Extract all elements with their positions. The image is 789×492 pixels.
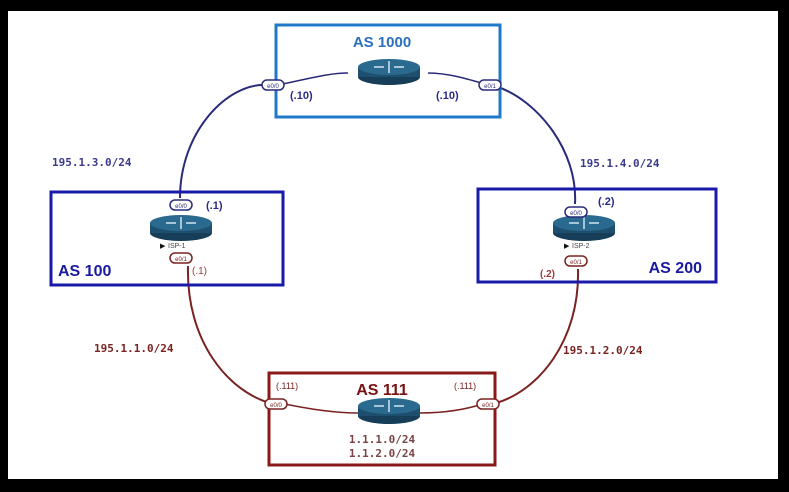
link-as1000-router-left xyxy=(277,72,349,86)
ip-as111-left: (.111) xyxy=(276,381,298,391)
svg-text:e0/1: e0/1 xyxy=(175,257,187,263)
as1000-title: AS 1000 xyxy=(353,34,411,51)
router-name-isp1: ISP-1 xyxy=(168,243,186,250)
svg-text:e0/1: e0/1 xyxy=(482,403,494,409)
link-as111-as200 xyxy=(495,268,580,404)
link-as111-router-left xyxy=(279,402,359,414)
as111-box xyxy=(267,371,497,467)
ip-isp1-bottom: (.1) xyxy=(192,266,207,277)
interface-isp1-bottom[interactable]: e0/1 xyxy=(169,252,193,264)
ip-as1000-right: (.10) xyxy=(436,90,459,102)
router-isp2[interactable] xyxy=(553,215,615,241)
link-as100-as111 xyxy=(186,265,271,404)
ip-as1000-left: (.10) xyxy=(290,90,313,102)
interface-as111-right[interactable]: e0/1 xyxy=(476,398,500,410)
router-isp1[interactable] xyxy=(150,215,212,241)
interface-as111-left[interactable]: e0/0 xyxy=(264,398,288,410)
network-label-as100-as1000: 195.1.3.0/24 xyxy=(52,156,132,169)
router-as111[interactable] xyxy=(358,398,420,424)
network-diagram: AS 1000 AS 100 AS 200 AS 111 ▶ ISP-1 ▶ I… xyxy=(49,23,718,467)
ip-isp2-bottom: (.2) xyxy=(540,269,555,280)
interface-isp2-bottom[interactable]: e0/1 xyxy=(564,255,588,267)
interface-isp1-top[interactable]: e0/0 xyxy=(169,199,193,211)
svg-text:e0/0: e0/0 xyxy=(270,403,282,409)
router-name-isp2: ISP-2 xyxy=(572,243,590,250)
svg-text:e0/0: e0/0 xyxy=(267,84,279,90)
router-as1000[interactable] xyxy=(358,59,420,85)
svg-text:e0/0: e0/0 xyxy=(175,204,187,210)
play-icon: ▶ xyxy=(160,243,166,250)
svg-text:e0/1: e0/1 xyxy=(570,260,582,266)
as111-title: AS 111 xyxy=(356,382,408,399)
ip-as111-right: (.111) xyxy=(454,381,476,391)
ip-isp2-top: (.2) xyxy=(598,196,615,208)
svg-text:e0/1: e0/1 xyxy=(484,84,496,90)
svg-text:e0/0: e0/0 xyxy=(570,211,582,217)
as111-network-2: 1.1.2.0/24 xyxy=(349,447,416,460)
network-label-as100-as111: 195.1.1.0/24 xyxy=(94,342,174,355)
as100-title: AS 100 xyxy=(58,263,111,280)
diagram-canvas: AS 1000 AS 100 AS 200 AS 111 ▶ ISP-1 ▶ I… xyxy=(8,11,778,479)
interface-isp2-top[interactable]: e0/0 xyxy=(564,206,588,218)
as1000-box xyxy=(274,23,502,119)
ip-isp1-top: (.1) xyxy=(206,200,223,212)
interface-as1000-right[interactable]: e0/1 xyxy=(478,79,502,91)
play-icon: ▶ xyxy=(564,243,570,250)
interface-as1000-left[interactable]: e0/0 xyxy=(261,79,285,91)
network-label-as1000-as200: 195.1.4.0/24 xyxy=(580,157,660,170)
as200-title: AS 200 xyxy=(649,260,702,277)
link-as1000-as200 xyxy=(497,86,577,205)
link-as100-as1000 xyxy=(179,83,267,199)
network-label-as111-as200: 195.1.2.0/24 xyxy=(563,344,643,357)
link-as111-router-right xyxy=(419,402,487,414)
as111-network-1: 1.1.1.0/24 xyxy=(349,433,416,446)
as100-box xyxy=(49,190,285,287)
as200-box xyxy=(476,187,718,284)
